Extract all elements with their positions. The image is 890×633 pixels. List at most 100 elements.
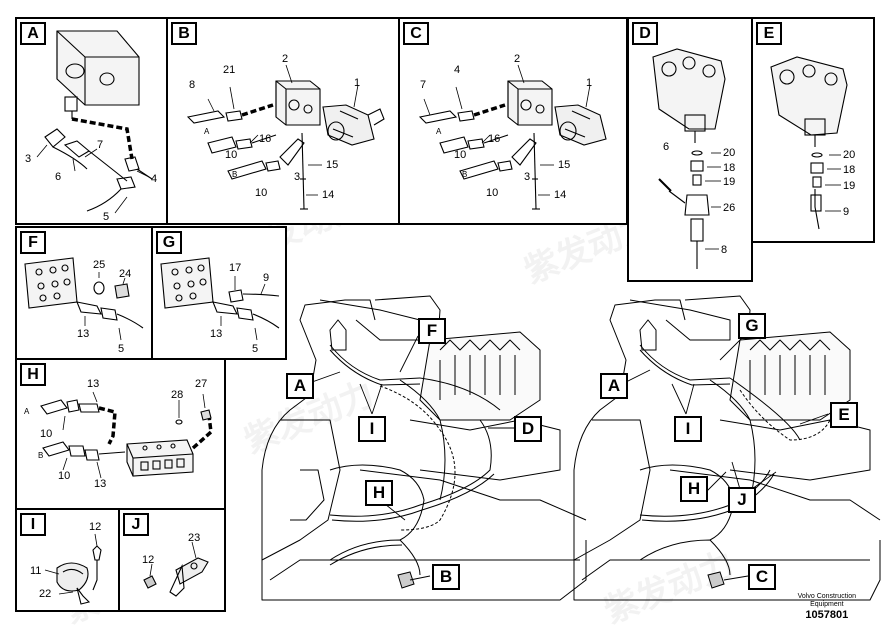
part-number: 13	[77, 328, 90, 340]
part-number: 20	[843, 149, 856, 161]
port-label: B	[232, 170, 238, 179]
panel-label: J	[123, 513, 149, 536]
panel-f: F 25 24 13 5	[15, 226, 153, 360]
part-number: 20	[723, 147, 736, 159]
part-number: 13	[210, 328, 223, 340]
part-number: 18	[723, 162, 736, 174]
part-number: 23	[188, 532, 201, 544]
panel-label: F	[20, 231, 46, 254]
part-number: 6	[55, 171, 62, 183]
part-number: 16	[488, 133, 501, 145]
callout-e: E	[830, 402, 858, 428]
callout-b: B	[432, 564, 460, 590]
part-number: 12	[142, 554, 155, 566]
part-number: 2	[282, 53, 289, 65]
part-number: 24	[119, 268, 132, 280]
part-number: 10	[255, 187, 268, 199]
panel-f-drawing	[24, 257, 144, 341]
document-id: 1057801	[805, 609, 849, 621]
panel-c: C 2 7 4 1 16 10	[398, 17, 628, 225]
part-number: 22	[39, 588, 52, 600]
footer: Volvo Construction Equipment 1057801	[798, 593, 856, 621]
part-number: 5	[103, 211, 110, 223]
panel-h: H 13 28 27 10 10 13 A B	[15, 358, 226, 510]
callout-a: A	[286, 373, 314, 399]
part-number: 6	[663, 141, 670, 153]
part-number: 14	[554, 189, 567, 201]
part-number: 8	[721, 244, 728, 256]
callout-d: D	[514, 416, 542, 442]
brand-line: Equipment	[810, 601, 844, 608]
part-number: 7	[97, 139, 104, 151]
panel-c-drawing	[418, 64, 607, 210]
part-number: 4	[151, 173, 158, 185]
part-number: 9	[263, 272, 270, 284]
part-number: 26	[723, 202, 736, 214]
part-number: 8	[189, 79, 196, 91]
part-number: 3	[294, 171, 301, 183]
part-number: 5	[118, 343, 125, 355]
panel-label: H	[20, 363, 46, 386]
panel-i: I 12 11 22	[15, 508, 120, 612]
panel-e: E 20 18 19 9	[751, 17, 875, 243]
callout-h: H	[680, 476, 708, 502]
panel-a: A 3 7 6 4 5	[15, 17, 168, 225]
callout-i: I	[674, 416, 702, 442]
panel-d-drawing	[652, 48, 726, 269]
panel-label: G	[156, 231, 182, 254]
part-number: 11	[30, 565, 42, 577]
panel-label: I	[20, 513, 46, 536]
part-number: 7	[420, 79, 427, 91]
callout-a: A	[600, 373, 628, 399]
port-label: A	[204, 127, 210, 136]
port-label: A	[436, 127, 442, 136]
part-number: 10	[486, 187, 499, 199]
part-number: 12	[89, 521, 102, 533]
part-number: 13	[87, 378, 100, 390]
panel-d: D 6 20 18 19 26 8	[627, 17, 753, 282]
callout-h: H	[365, 480, 393, 506]
callout-c: C	[748, 564, 776, 590]
panel-b-drawing	[186, 64, 385, 210]
brand-line: Volvo Construction	[797, 593, 856, 600]
part-number: 9	[843, 206, 850, 218]
panel-g-drawing	[160, 257, 280, 341]
callout-i: I	[358, 416, 386, 442]
panel-label: E	[756, 22, 782, 45]
part-number: 1	[586, 77, 593, 89]
panel-label: A	[20, 22, 46, 45]
part-number: 18	[843, 164, 856, 176]
panel-label: D	[632, 22, 658, 45]
part-number: 25	[93, 259, 106, 271]
part-number: 5	[252, 343, 259, 355]
port-label: B	[38, 451, 44, 460]
part-number: 3	[524, 171, 531, 183]
panel-e-drawing	[770, 56, 848, 230]
part-number: 19	[843, 180, 856, 192]
part-number: 10	[454, 149, 467, 161]
part-number: 2	[514, 53, 521, 65]
panel-b: B 2 21 8	[166, 17, 401, 225]
panel-i-drawing	[44, 533, 102, 605]
part-number: 28	[171, 389, 184, 401]
callout-f: F	[418, 318, 446, 344]
panel-label: C	[403, 22, 429, 45]
part-number: 27	[195, 378, 208, 390]
callout-g: G	[738, 313, 766, 339]
part-number: 19	[723, 176, 736, 188]
part-number: 17	[229, 262, 242, 274]
panel-j-drawing	[143, 541, 209, 597]
part-number: 4	[454, 64, 461, 76]
part-number: 13	[94, 478, 107, 490]
panel-j: J 23 12	[118, 508, 226, 612]
port-label: B	[462, 170, 468, 179]
part-number: 21	[223, 64, 236, 76]
part-number: 16	[259, 133, 272, 145]
part-number: 10	[58, 470, 71, 482]
callout-j: J	[728, 487, 756, 513]
panel-a-drawing	[36, 30, 153, 214]
panel-label: B	[171, 22, 197, 45]
panel-h-drawing	[40, 391, 213, 479]
